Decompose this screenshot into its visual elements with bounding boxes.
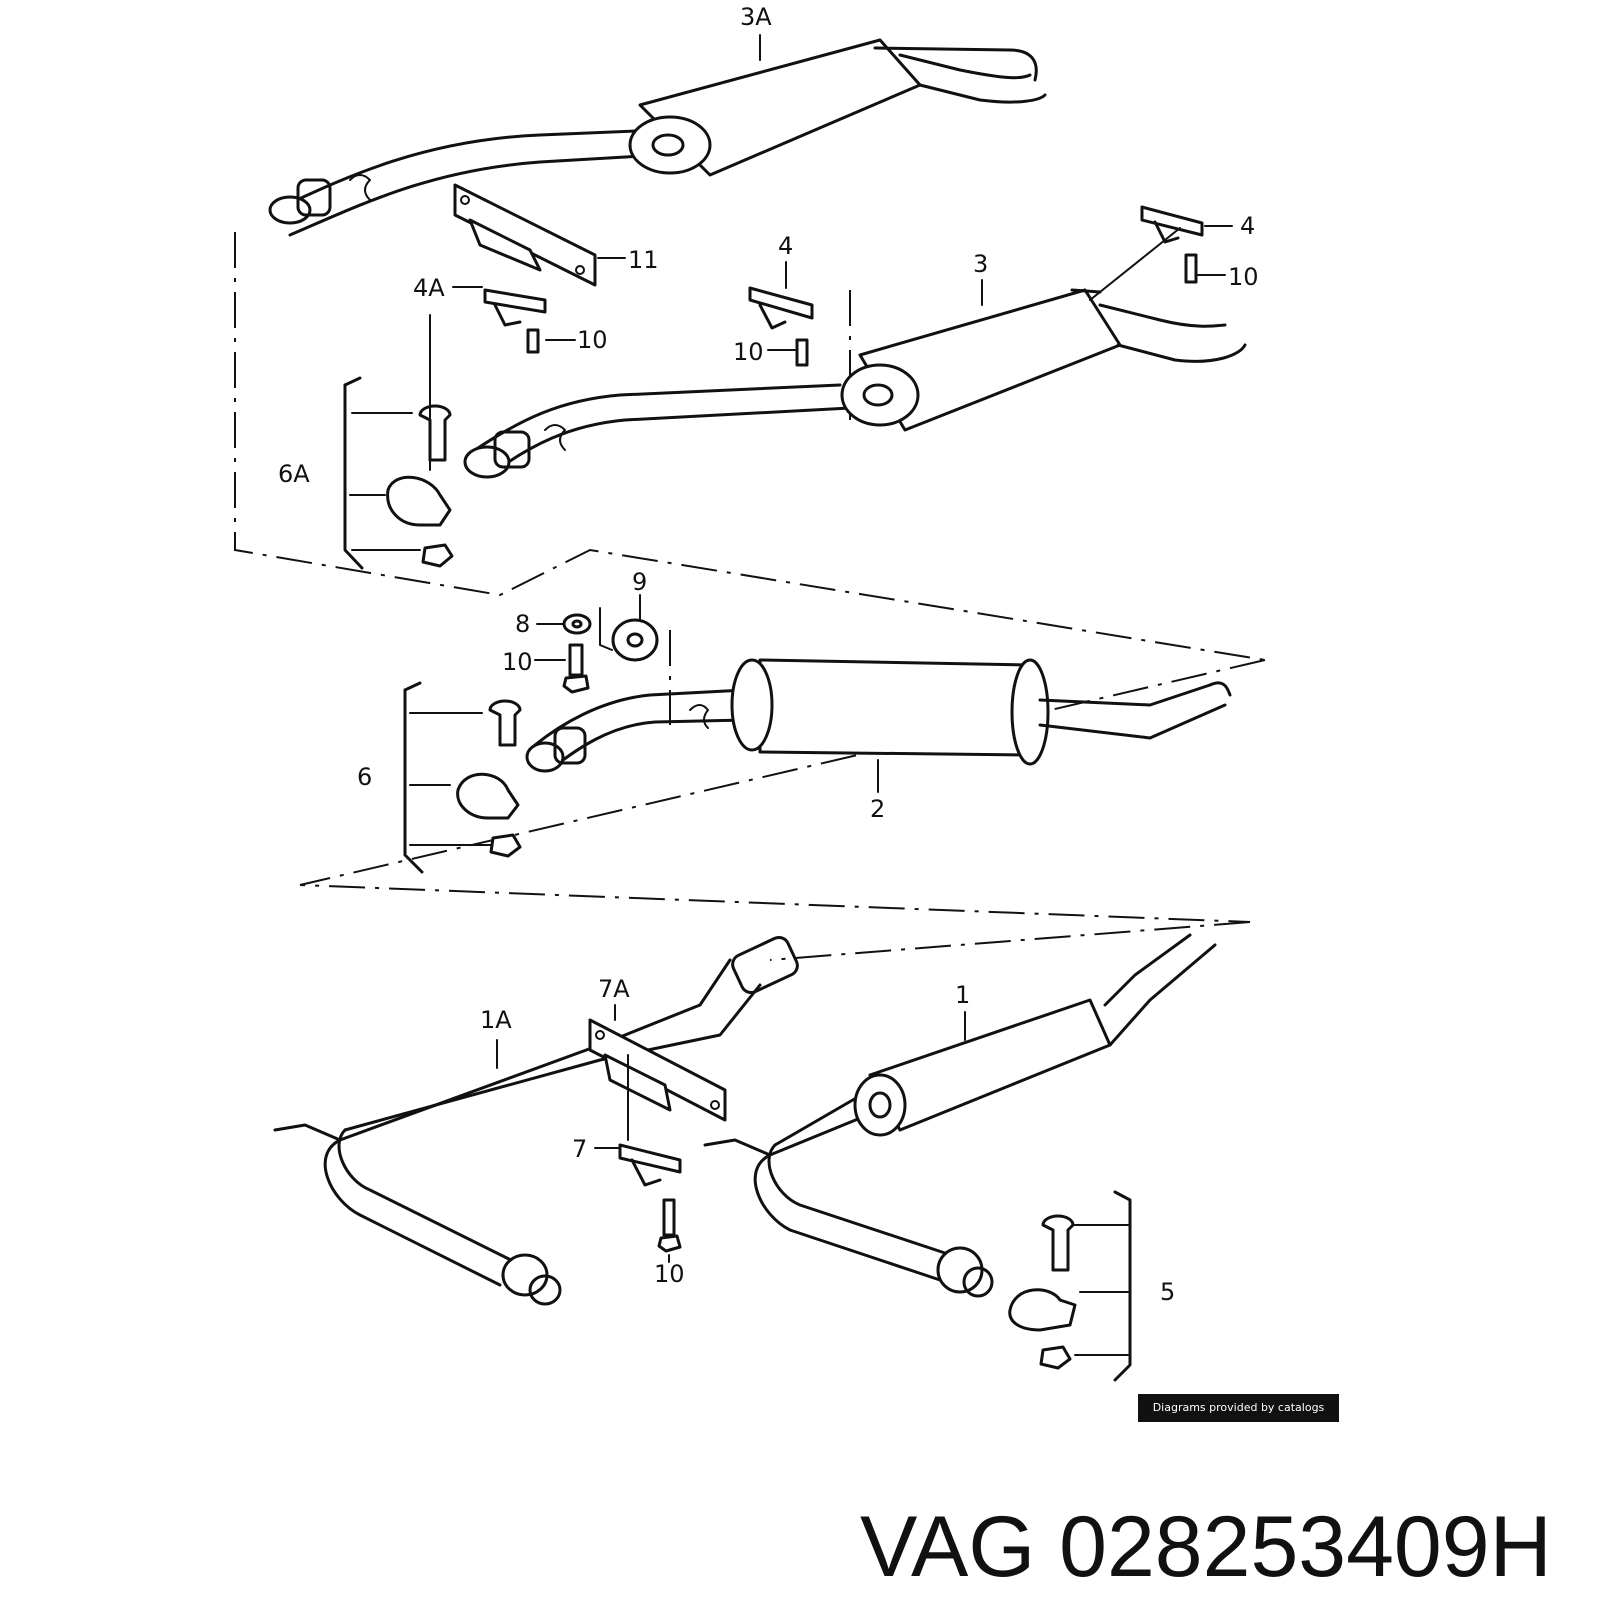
callout-2: 2	[870, 795, 885, 823]
part-number-title: VAG 028253409H	[860, 1499, 1552, 1595]
bracket-7a	[588, 1018, 727, 1122]
bolt-10-bottom	[657, 1198, 682, 1253]
callout-11: 11	[628, 246, 659, 274]
hanger-4a	[483, 288, 547, 354]
clamp-kit-6a	[343, 376, 454, 570]
leader-lines	[429, 34, 1233, 1263]
callout-6a: 6A	[278, 460, 310, 488]
callout-1a: 1A	[480, 1006, 512, 1034]
bracket-11	[453, 183, 597, 287]
callout-9: 9	[632, 568, 647, 596]
clamp-kit-6	[403, 681, 522, 874]
callout-1: 1	[955, 981, 970, 1009]
front-silencer-1	[703, 933, 1217, 1298]
callout-7: 7	[572, 1135, 587, 1163]
rear-silencer-3a	[268, 38, 1047, 237]
callout-7a: 7A	[598, 975, 630, 1003]
hanger-4-right	[1140, 205, 1204, 284]
bolt-10-middle	[562, 643, 590, 694]
callout-8: 8	[515, 610, 530, 638]
centre-silencer-2	[525, 658, 1232, 773]
callout-3a: 3A	[740, 3, 772, 31]
callout-4: 4	[1240, 212, 1255, 240]
hanger-7	[618, 1143, 682, 1187]
credit-badge: Diagrams provided by catalogs parts	[1138, 1394, 1339, 1442]
callouts: 3A 11 4A 10 4 10 3 4 10 6A 9 8 10 6 2 7A…	[278, 3, 1259, 1306]
front-pipe-1a	[273, 935, 799, 1306]
callout-3: 3	[973, 250, 988, 278]
washer-8	[562, 613, 592, 635]
callout-10: 10	[654, 1260, 685, 1288]
hanger-4-left	[748, 286, 814, 367]
callout-6: 6	[357, 763, 372, 791]
callout-5: 5	[1160, 1278, 1175, 1306]
rear-silencer-3	[463, 227, 1247, 479]
mounting-ring-9	[599, 607, 659, 662]
callout-4: 4	[778, 232, 793, 260]
callout-10: 10	[1228, 263, 1259, 291]
clamp-kit-5	[1008, 1190, 1132, 1382]
callout-4a: 4A	[413, 274, 445, 302]
callout-10: 10	[577, 326, 608, 354]
callout-10: 10	[733, 338, 764, 366]
callout-10: 10	[502, 648, 533, 676]
